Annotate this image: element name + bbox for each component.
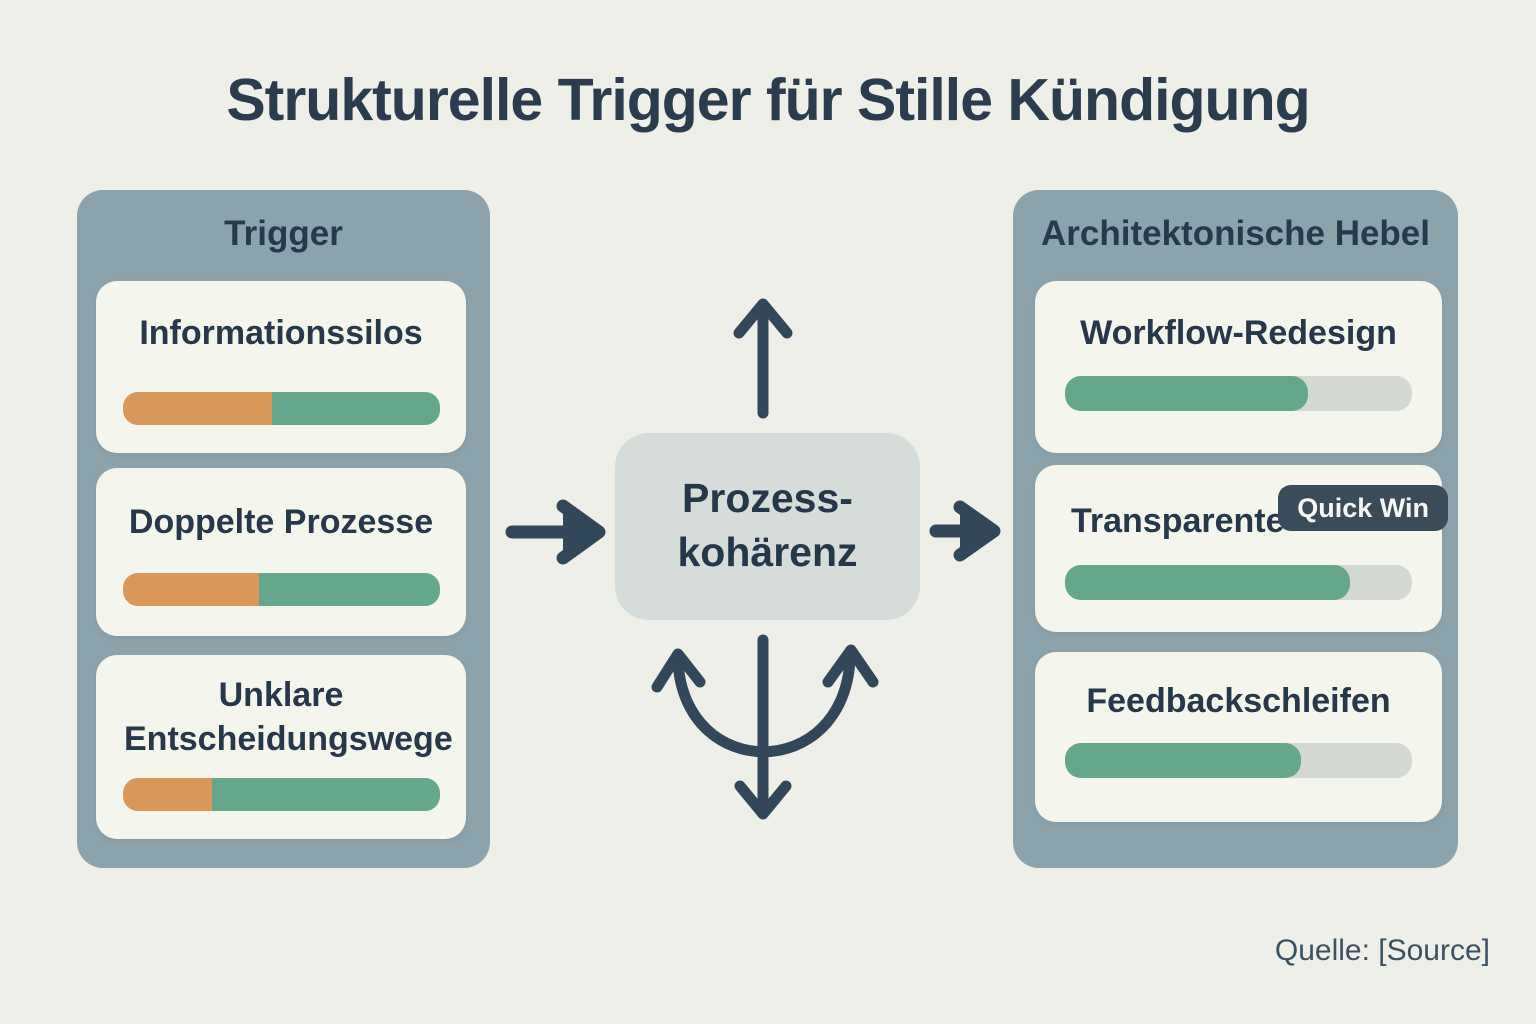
trigger-card-label: Informationssilos bbox=[139, 314, 423, 352]
split-bar bbox=[123, 778, 440, 811]
split-bar bbox=[123, 392, 440, 425]
center-node-line1: Prozess- bbox=[682, 475, 853, 521]
trigger-card-label: Doppelte Prozesse bbox=[128, 503, 434, 541]
trigger-panel: Trigger Informationssilos Doppelte Proze… bbox=[77, 190, 490, 868]
bar-segment-orange bbox=[123, 573, 260, 606]
progress-bar bbox=[1065, 565, 1412, 600]
progress-bar bbox=[1065, 743, 1412, 778]
prozesskohaerenz-node: Prozess- kohärenz bbox=[615, 433, 920, 620]
hebel-card-label: Transparente bbox=[1071, 502, 1285, 540]
progress-fill bbox=[1065, 743, 1301, 778]
split-bar bbox=[123, 573, 440, 606]
bar-segment-green bbox=[211, 778, 440, 811]
page-title: Strukturelle Trigger für Stille Kündigun… bbox=[226, 67, 1310, 133]
bar-segment-orange bbox=[123, 392, 272, 425]
trigger-card-unklare-entscheidungswege: Unklare Entscheidungswege bbox=[96, 655, 466, 839]
trigger-card-doppelte-prozesse: Doppelte Prozesse bbox=[96, 468, 466, 636]
arrow-right-right-icon bbox=[929, 500, 1001, 562]
trigger-panel-header: Trigger bbox=[224, 214, 343, 253]
progress-bar bbox=[1065, 376, 1412, 411]
bar-segment-orange bbox=[123, 778, 212, 811]
arrow-right-left-icon bbox=[505, 499, 606, 565]
bar-segment-green bbox=[259, 573, 440, 606]
hebel-card-workflow-redesign: Workflow-Redesign bbox=[1035, 281, 1442, 453]
progress-fill bbox=[1065, 376, 1308, 411]
hebel-card-label: Feedbackschleifen bbox=[1086, 682, 1391, 720]
bar-segment-green bbox=[271, 392, 440, 425]
progress-fill bbox=[1065, 565, 1350, 600]
hebel-card-label: Workflow-Redesign bbox=[1080, 314, 1397, 352]
trigger-card-label: Unklare Entscheidungswege bbox=[124, 676, 453, 758]
loop-down-arrow-icon bbox=[651, 634, 879, 820]
trigger-card-informationssilos: Informationssilos bbox=[96, 281, 466, 453]
hebel-panel: Architektonische Hebel Workflow-Redesign… bbox=[1013, 190, 1458, 868]
source-caption: Quelle: [Source] bbox=[1274, 934, 1490, 967]
arrow-up-icon bbox=[733, 298, 793, 419]
quick-win-badge: Quick Win bbox=[1278, 485, 1448, 531]
hebel-card-feedbackschleifen: Feedbackschleifen bbox=[1035, 652, 1442, 822]
hebel-card-transparente: Transparente Quick Win bbox=[1035, 465, 1448, 632]
hebel-panel-header: Architektonische Hebel bbox=[1041, 214, 1430, 253]
center-node-line2: kohärenz bbox=[677, 529, 858, 575]
